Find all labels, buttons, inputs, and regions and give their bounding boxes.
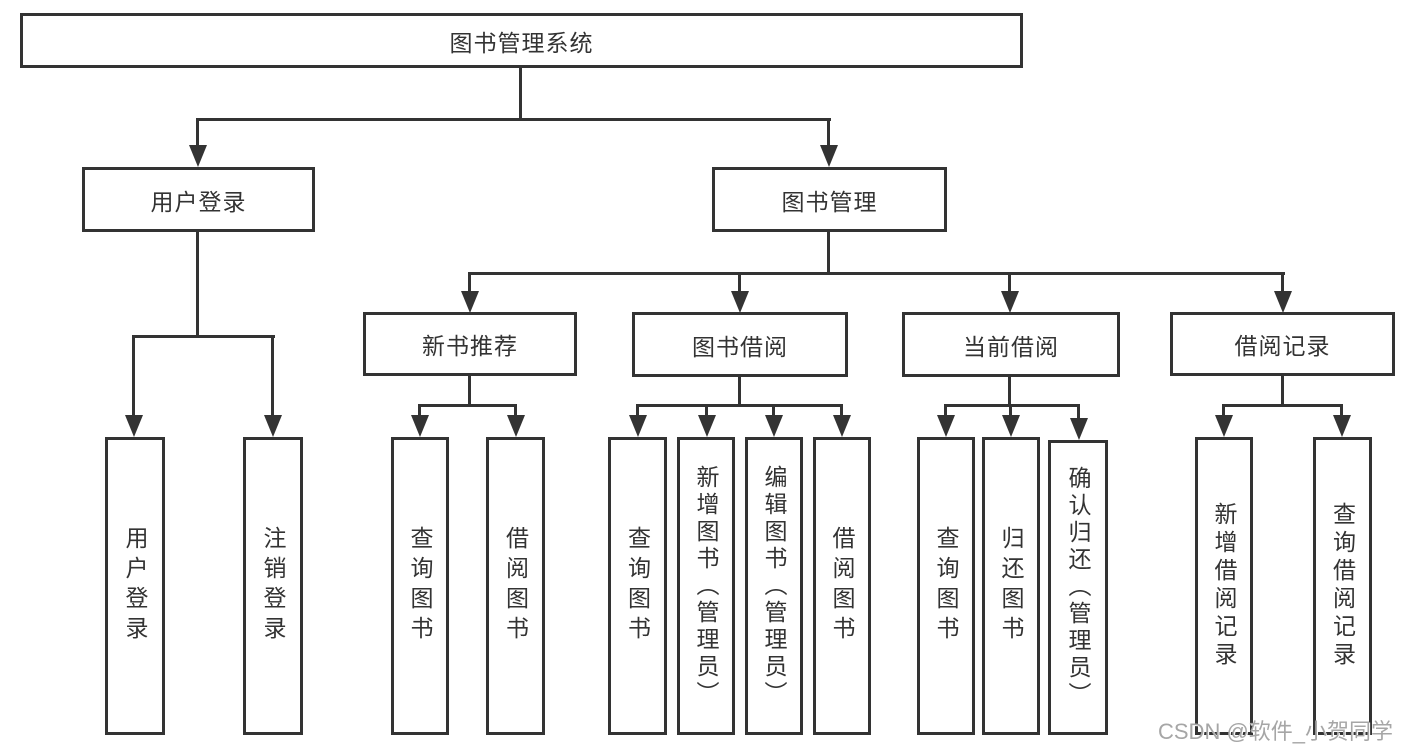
connector-line <box>468 376 471 407</box>
node-label: 借阅记录 <box>1234 333 1331 359</box>
leaf-add-books-admin: 新增图书（管理员） <box>677 437 735 735</box>
node-label: 编辑图书（管理员） <box>761 464 787 708</box>
connector-line <box>468 272 471 293</box>
leaf-logout: 注销登录 <box>243 437 303 735</box>
node-label: 归还图书 <box>998 526 1024 646</box>
connector-line <box>827 118 830 147</box>
leaf-user-login: 用户登录 <box>105 437 165 735</box>
leaf-borrow-books: 借阅图书 <box>813 437 871 735</box>
leaf-query-books-borrow: 查询图书 <box>608 437 667 735</box>
node-label: 查询借阅记录 <box>1329 502 1356 670</box>
arrow-down-icon <box>1274 291 1292 313</box>
leaf-query-books-current: 查询图书 <box>917 437 975 735</box>
node-label: 借阅图书 <box>829 526 855 646</box>
node-new-book-recommend: 新书推荐 <box>363 312 577 376</box>
connector-line <box>1077 404 1080 419</box>
node-user-login: 用户登录 <box>82 167 315 232</box>
node-label: 新书推荐 <box>422 333 518 359</box>
connector-line <box>1008 377 1011 407</box>
connector-line <box>1281 376 1284 407</box>
arrow-down-icon <box>820 145 838 167</box>
connector-line <box>196 118 199 147</box>
connector-line <box>1222 404 1225 417</box>
connector-line <box>468 272 1285 275</box>
leaf-return-books: 归还图书 <box>982 437 1040 735</box>
arrow-down-icon <box>189 145 207 167</box>
arrow-down-icon <box>1001 291 1019 313</box>
node-label: 查询图书 <box>407 526 433 646</box>
connector-line <box>944 404 1080 407</box>
arrow-down-icon <box>1070 418 1088 440</box>
leaf-query-borrow-record: 查询借阅记录 <box>1313 437 1372 735</box>
connector-line <box>772 404 775 417</box>
connector-line <box>636 404 843 407</box>
node-label: 图书借阅 <box>692 333 788 360</box>
connector-line <box>514 404 517 417</box>
connector-line <box>418 404 517 407</box>
connector-line <box>271 335 274 417</box>
connector-line <box>705 404 708 417</box>
connector-line <box>944 404 947 417</box>
connector-line <box>738 272 741 293</box>
connector-line <box>418 404 421 417</box>
leaf-add-borrow-record: 新增借阅记录 <box>1195 437 1253 735</box>
arrow-down-icon <box>1333 415 1351 437</box>
node-book-borrow: 图书借阅 <box>632 312 848 377</box>
arrow-down-icon <box>937 415 955 437</box>
node-label: 借阅图书 <box>502 526 529 646</box>
node-label: 注销登录 <box>260 526 286 646</box>
connector-line <box>196 232 199 338</box>
node-label: 确认归还（管理员） <box>1065 466 1091 709</box>
connector-line <box>132 335 135 417</box>
node-label: 图书管理 <box>781 188 878 215</box>
leaf-edit-books-admin: 编辑图书（管理员） <box>745 437 803 735</box>
node-borrow-records: 借阅记录 <box>1170 312 1395 376</box>
node-label: 用户登录 <box>150 188 247 215</box>
node-book-management: 图书管理 <box>712 167 947 232</box>
arrow-down-icon <box>125 415 143 437</box>
node-root-library-management-system: 图书管理系统 <box>20 13 1023 68</box>
node-label: 用户登录 <box>122 526 148 646</box>
leaf-confirm-return-admin: 确认归还（管理员） <box>1048 440 1108 735</box>
connector-line <box>738 377 741 407</box>
connector-line <box>1008 272 1011 293</box>
arrow-down-icon <box>461 291 479 313</box>
arrow-down-icon <box>1215 415 1233 437</box>
connector-line <box>827 232 830 275</box>
node-label: 新增图书（管理员） <box>693 464 719 708</box>
arrow-down-icon <box>629 415 647 437</box>
node-label: 当前借阅 <box>963 333 1059 360</box>
connector-line <box>840 404 843 417</box>
leaf-borrow-books-newbook: 借阅图书 <box>486 437 545 735</box>
arrow-down-icon <box>731 291 749 313</box>
arrow-down-icon <box>765 415 783 437</box>
csdn-watermark: CSDN @软件_小贺同学 <box>1158 719 1394 744</box>
arrow-down-icon <box>411 415 429 437</box>
node-label: 查询图书 <box>933 526 959 646</box>
connector-line <box>1340 404 1343 417</box>
arrow-down-icon <box>264 415 282 437</box>
arrow-down-icon <box>698 415 716 437</box>
connector-line <box>1009 404 1012 417</box>
node-label: 图书管理系统 <box>449 29 594 56</box>
connector-line <box>519 68 522 120</box>
node-label: 查询图书 <box>624 526 651 646</box>
connector-line <box>1222 404 1343 407</box>
arrow-down-icon <box>1002 415 1020 437</box>
connector-line <box>197 118 831 121</box>
connector-line <box>636 404 639 417</box>
arrow-down-icon <box>507 415 525 437</box>
connector-line <box>1281 272 1284 293</box>
arrow-down-icon <box>833 415 851 437</box>
node-label: 新增借阅记录 <box>1211 502 1237 670</box>
leaf-query-books-newbook: 查询图书 <box>391 437 449 735</box>
connector-line <box>133 335 275 338</box>
node-current-borrow: 当前借阅 <box>902 312 1120 377</box>
